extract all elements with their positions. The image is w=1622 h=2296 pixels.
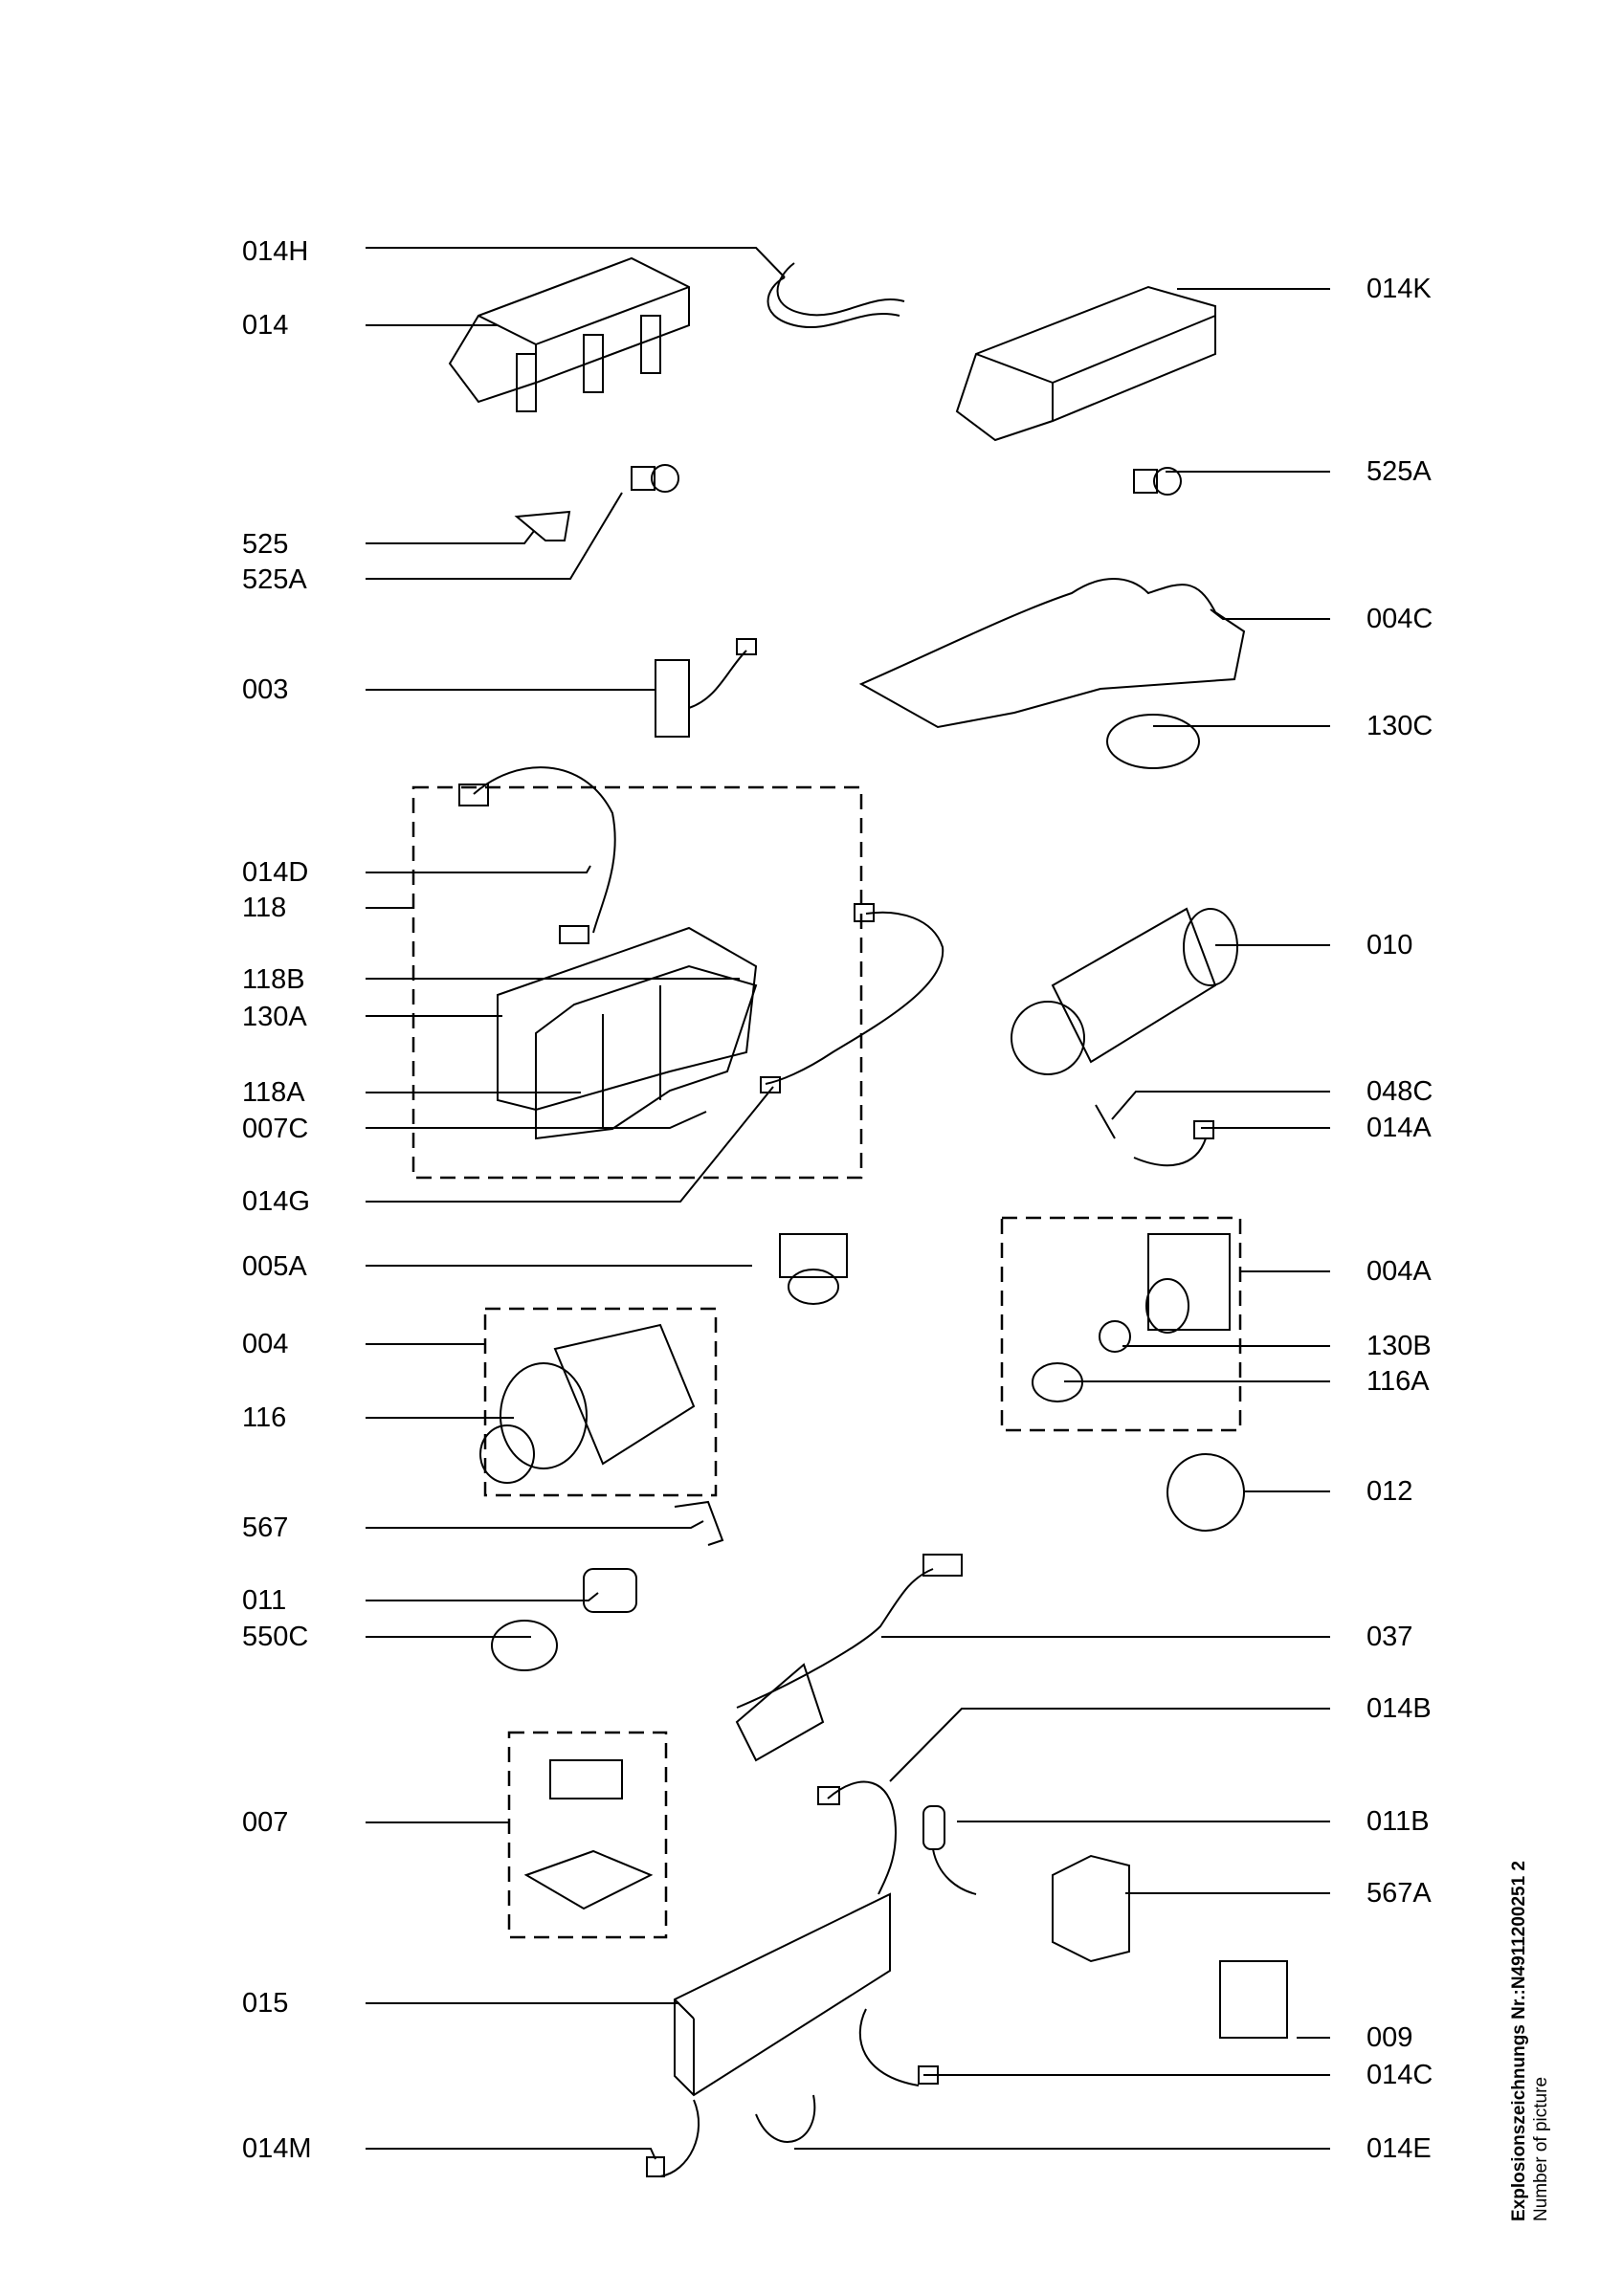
cables-014c-014e-014m [646,2008,939,2177]
plug-037 [735,1554,963,1762]
label-003: 003 [242,674,289,705]
leader-lines-right [794,288,1330,2150]
part-009 [1219,1960,1288,2039]
label-014h: 014H [242,236,309,267]
interlock-007 [523,1759,654,1910]
motor-011-550c [491,1568,637,1671]
cable-014g [760,903,944,1093]
control-module-014 [448,256,690,412]
bracket-567a [1052,1854,1130,1963]
label-014m: 014M [242,2133,312,2164]
label-014d: 014D [242,857,309,888]
label-007: 007 [242,1807,289,1838]
label-010: 010 [1366,930,1413,960]
label-007c: 007C [242,1114,309,1144]
pump-004 [479,1323,696,1484]
label-116: 116 [242,1402,287,1433]
label-014a: 014A [1366,1113,1432,1143]
leader-lines-left [366,247,786,2160]
capacitor-011b [922,1805,977,1895]
label-004: 004 [242,1329,289,1359]
heater-010 [1011,907,1238,1075]
label-004c: 004C [1366,604,1433,634]
label-009: 009 [1366,2022,1413,2053]
group-box-004 [483,1307,718,1497]
pump-004a [1032,1233,1231,1402]
cable-014b [817,1780,897,1895]
control-module-014k [955,285,1216,442]
label-525a-right: 525A [1366,456,1432,487]
cable-014d [458,766,616,944]
clip-567 [674,1500,724,1546]
label-005a: 005A [242,1251,307,1282]
knob-525 [514,464,1182,541]
label-012: 012 [1366,1476,1413,1507]
drawing-number-subtitle: Number of picture [1531,2076,1551,2221]
parts-048c-014a [1095,1104,1214,1167]
label-014: 014 [242,310,289,341]
group-box-007 [507,1731,668,1939]
label-037: 037 [1366,1622,1413,1652]
pressure-switch-012 [1167,1453,1245,1532]
label-014e: 014E [1366,2133,1432,2164]
label-011: 011 [242,1585,287,1616]
label-004a: 004A [1366,1256,1432,1287]
label-014b: 014B [1366,1693,1432,1724]
sensor-003 [655,638,757,738]
label-525: 525 [242,529,289,560]
label-550c: 550C [242,1622,309,1652]
group-box-004a [1000,1216,1242,1432]
label-130b: 130B [1366,1331,1432,1361]
label-014g: 014G [242,1186,310,1217]
valve-005a [779,1233,848,1305]
group-box-118 [411,785,863,1180]
label-014k: 014K [1366,274,1432,304]
label-118: 118 [242,893,287,923]
label-118a: 118A [242,1077,305,1108]
label-118b: 118B [242,964,305,995]
drawing-number-title: Explosionszeichnungs Nr.:N4911200251 2 [1509,1860,1529,2221]
cover-004c [858,578,1246,769]
label-015: 015 [242,1988,289,2019]
label-048c: 048C [1366,1076,1433,1107]
label-130a: 130A [242,1002,307,1032]
label-567a: 567A [1366,1878,1432,1909]
label-116a: 116A [1366,1366,1430,1397]
label-130c: 130C [1366,711,1433,741]
label-011b: 011B [1366,1806,1430,1837]
control-panel-015 [674,1892,891,2097]
label-567: 567 [242,1512,289,1543]
label-014c: 014C [1366,2060,1433,2090]
dispenser-118 [497,926,758,1140]
cable-014h [767,262,905,329]
label-525a: 525A [242,564,307,595]
